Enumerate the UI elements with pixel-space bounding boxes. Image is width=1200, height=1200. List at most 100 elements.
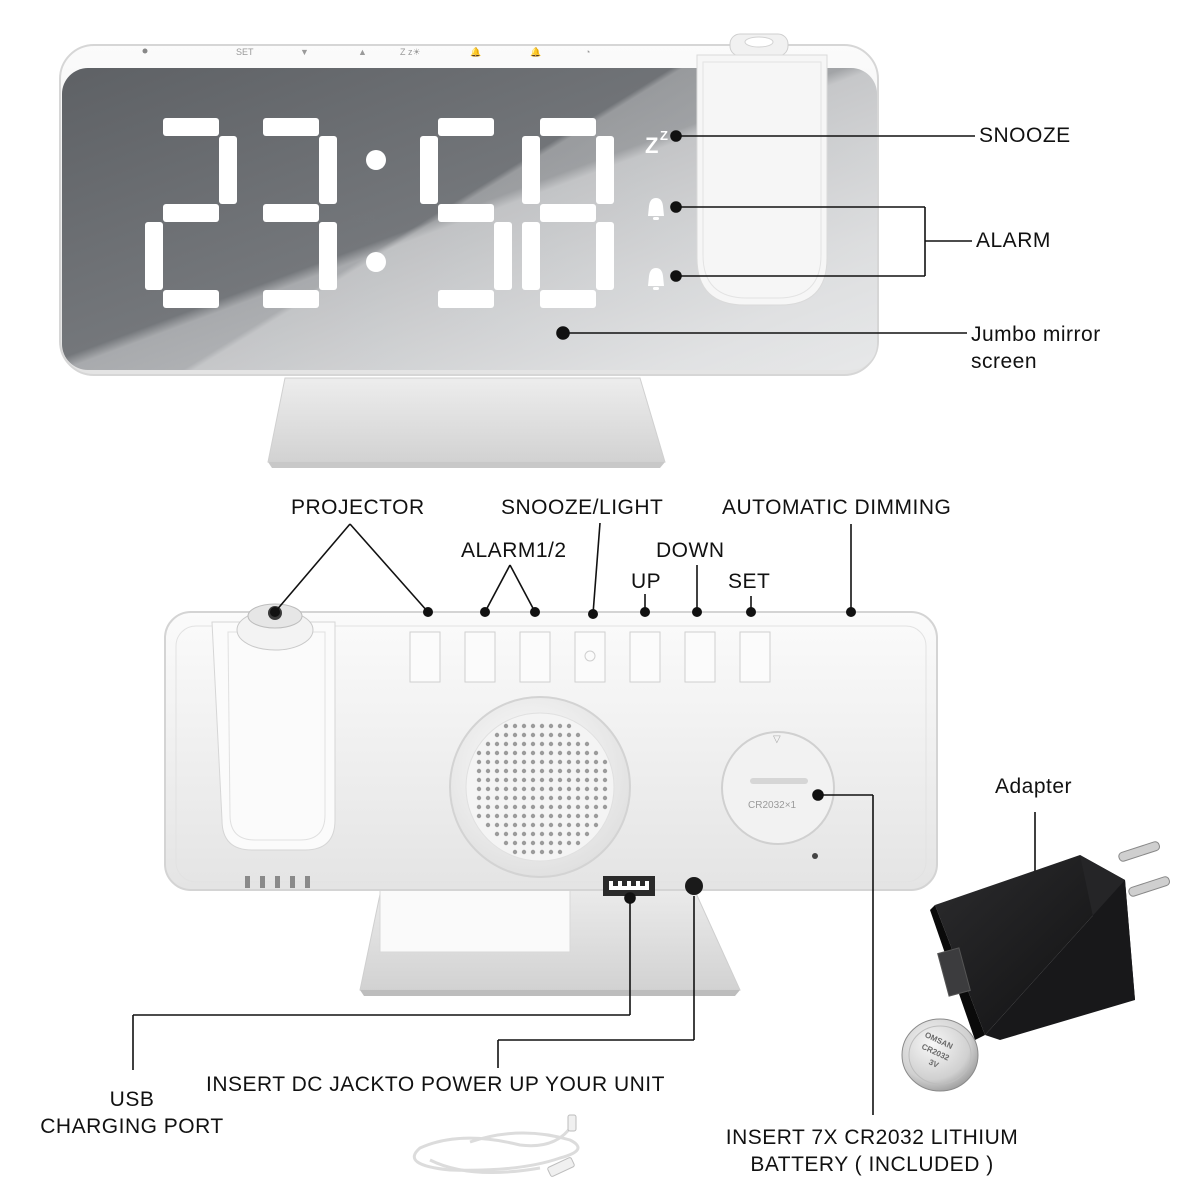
speaker-hole	[485, 795, 491, 801]
speaker-hole	[512, 777, 518, 783]
speaker-hole	[557, 822, 563, 828]
speaker-hole	[530, 777, 536, 783]
digit-segment	[438, 118, 494, 136]
speaker-hole	[593, 822, 599, 828]
set-label: SET	[728, 570, 771, 593]
speaker-hole	[521, 777, 527, 783]
speaker-hole	[602, 777, 608, 783]
speaker-hole	[539, 831, 545, 837]
speaker-hole	[503, 732, 509, 738]
speaker-hole	[575, 786, 581, 792]
speaker-hole	[494, 732, 500, 738]
speaker-hole	[485, 777, 491, 783]
speaker-hole	[503, 813, 509, 819]
button-3[interactable]	[519, 631, 551, 683]
speaker-hole	[521, 804, 527, 810]
speaker-hole	[503, 786, 509, 792]
top-mark: 🔔	[530, 47, 541, 57]
speaker-hole	[557, 786, 563, 792]
mirror-screen-label: Jumbo mirror screen	[971, 321, 1101, 375]
usb-cable	[412, 1114, 580, 1177]
speaker-hole	[548, 795, 554, 801]
projector-column	[696, 54, 828, 306]
speaker-hole	[557, 804, 563, 810]
speaker-hole	[485, 741, 491, 747]
speaker-hole	[566, 759, 572, 765]
snooze-indicator-icon: Z	[645, 133, 658, 158]
digit-segment	[263, 204, 319, 222]
power-adapter	[930, 841, 1170, 1040]
speaker-hole	[557, 795, 563, 801]
mirror-label-line1: Jumbo mirror	[971, 323, 1101, 346]
speaker-hole	[575, 768, 581, 774]
speaker-hole	[602, 804, 608, 810]
digit-segment	[438, 290, 494, 308]
speaker-hole	[512, 759, 518, 765]
digit-segment	[540, 290, 596, 308]
speaker-hole	[539, 750, 545, 756]
speaker-hole	[548, 786, 554, 792]
speaker-hole	[539, 768, 545, 774]
speaker-hole	[521, 822, 527, 828]
alarm-label: ALARM	[976, 229, 1051, 252]
speaker-hole	[530, 831, 536, 837]
usb-port[interactable]	[603, 876, 655, 896]
speaker-hole	[476, 777, 482, 783]
speaker-hole	[530, 813, 536, 819]
speaker-hole	[539, 840, 545, 846]
speaker-hole	[566, 831, 572, 837]
top-button-marks: SET ▼ ▲ Z z☀ 🔔 🔔 ◔	[142, 47, 590, 57]
speaker-hole	[602, 795, 608, 801]
speaker-hole	[503, 831, 509, 837]
button-2[interactable]	[464, 631, 496, 683]
speaker-hole	[566, 822, 572, 828]
speaker-hole	[548, 840, 554, 846]
digit-segment	[145, 222, 163, 290]
digit-segment	[540, 118, 596, 136]
speaker-hole	[539, 804, 545, 810]
battery-door[interactable]: CR2032×1 ▽	[721, 731, 835, 845]
speaker-hole	[530, 804, 536, 810]
speaker-hole	[539, 741, 545, 747]
dc-jack[interactable]	[685, 877, 703, 895]
speaker-hole	[557, 741, 563, 747]
button-7[interactable]	[739, 631, 771, 683]
speaker-hole	[566, 732, 572, 738]
speaker-hole	[575, 840, 581, 846]
speaker-hole	[593, 795, 599, 801]
button-1[interactable]	[409, 631, 441, 683]
speaker-hole	[566, 840, 572, 846]
speaker-hole	[485, 813, 491, 819]
speaker-hole	[539, 723, 545, 729]
button-6[interactable]	[684, 631, 716, 683]
speaker-hole	[593, 804, 599, 810]
speaker-hole	[503, 822, 509, 828]
speaker-hole	[539, 813, 545, 819]
speaker-hole	[557, 750, 563, 756]
speaker-hole	[476, 795, 482, 801]
alarm12-label: ALARM1/2	[461, 539, 567, 562]
battery-label-line2: BATTERY ( INCLUDED )	[750, 1153, 994, 1176]
speaker-hole	[548, 813, 554, 819]
speaker-hole	[530, 822, 536, 828]
speaker-hole	[512, 786, 518, 792]
digit-segment	[522, 222, 540, 290]
button-4[interactable]	[574, 631, 606, 683]
speaker-hole	[566, 750, 572, 756]
button-5[interactable]	[629, 631, 661, 683]
digit-segment	[219, 136, 237, 204]
speaker-hole	[494, 759, 500, 765]
speaker-hole	[494, 804, 500, 810]
usb-port-label: USB CHARGING PORT	[24, 1086, 240, 1140]
speaker-hole	[593, 777, 599, 783]
speaker-hole	[530, 840, 536, 846]
speaker-hole	[503, 804, 509, 810]
speaker-hole	[521, 813, 527, 819]
speaker-hole	[566, 786, 572, 792]
front-clock: SET ▼ ▲ Z z☀ 🔔 🔔 ◔ 23:58 Z Z	[59, 33, 879, 468]
speaker-hole	[503, 741, 509, 747]
speaker-hole	[584, 795, 590, 801]
speaker-hole	[512, 750, 518, 756]
speaker-hole	[512, 840, 518, 846]
